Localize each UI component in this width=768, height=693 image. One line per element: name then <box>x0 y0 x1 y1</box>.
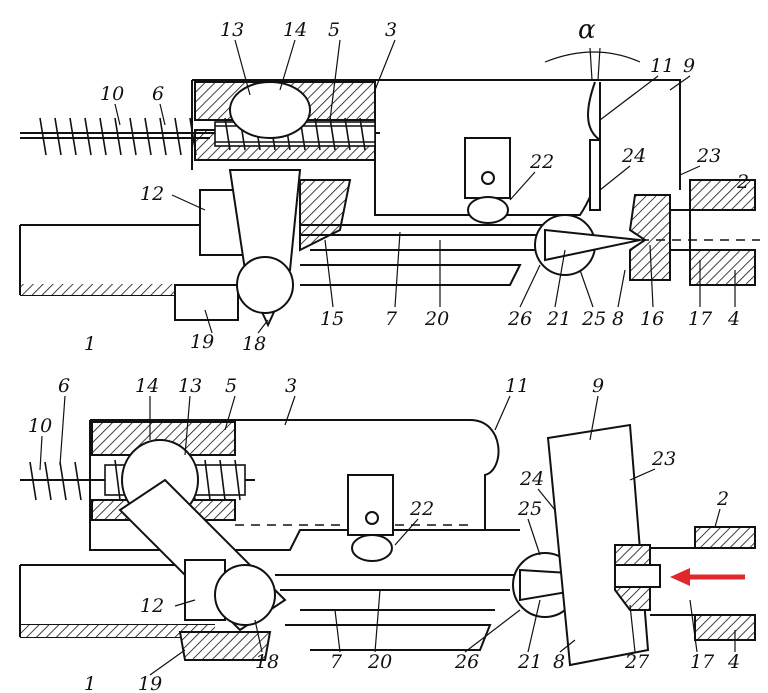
label-24-bottom: 24 <box>519 468 544 490</box>
ball-18-bottom <box>214 564 276 626</box>
label-3-top: 3 <box>385 19 397 41</box>
label-25-top: 25 <box>581 308 606 330</box>
label-9-top: 9 <box>683 55 695 77</box>
label-9-bottom: 9 <box>592 375 604 397</box>
bottom-view <box>19 419 756 667</box>
label-8-bottom: 8 <box>553 651 565 673</box>
label-12-bottom: 12 <box>140 595 164 617</box>
cone-21 <box>544 228 641 262</box>
label-27-bottom: 27 <box>624 651 650 673</box>
angle-alpha: α <box>578 15 596 45</box>
label-25-bottom: 25 <box>517 498 542 520</box>
label-1-bottom: 1 <box>84 673 96 693</box>
label-20-bottom: 20 <box>367 651 392 673</box>
label-26-bottom: 26 <box>454 651 479 673</box>
label-8-top: 8 <box>612 308 624 330</box>
label-7-top: 7 <box>385 308 398 330</box>
label-10-bottom: 10 <box>28 415 52 437</box>
label-15-top: 15 <box>320 308 344 330</box>
label-20-top: 20 <box>424 308 449 330</box>
label-19-top: 19 <box>190 331 214 353</box>
label-23-top: 23 <box>696 145 721 167</box>
bottom-labels: 6 14 13 5 3 11 9 10 24 23 2 25 22 12 1 1… <box>28 375 740 693</box>
detent-22-bottom <box>347 474 394 536</box>
part-15 <box>299 179 352 252</box>
label-13-top: 13 <box>220 19 244 41</box>
angle-arc <box>544 51 641 63</box>
label-2-bottom: 2 <box>716 488 729 510</box>
part-2-bottom <box>694 526 756 549</box>
label-5-bottom: 5 <box>225 375 237 397</box>
rod-7-bottom <box>275 574 520 651</box>
part-19 <box>174 284 239 321</box>
label-2-top: 2 <box>736 171 749 193</box>
label-12-top: 12 <box>140 183 164 205</box>
plate-24 <box>589 139 601 211</box>
label-10-top: 10 <box>100 83 124 105</box>
label-21-bottom: 21 <box>517 651 542 673</box>
label-6-bottom: 6 <box>58 375 70 397</box>
top-labels: 13 14 5 3 11 9 10 6 22 24 23 2 12 1 19 1… <box>84 19 749 355</box>
label-19-bottom: 19 <box>138 673 162 693</box>
top-view: α <box>19 15 760 328</box>
label-3-bottom: 3 <box>285 375 297 397</box>
ball-18 <box>236 256 294 314</box>
label-24-top: 24 <box>621 145 646 167</box>
rod-7 <box>300 224 545 286</box>
plate-9-bottom <box>546 423 650 667</box>
body-3 <box>191 79 681 190</box>
label-14-top: 14 <box>283 19 307 41</box>
label-14-bottom: 14 <box>135 375 159 397</box>
label-16-top: 16 <box>640 308 664 330</box>
label-6-top: 6 <box>152 83 164 105</box>
label-22-bottom: 22 <box>409 498 434 520</box>
label-1-top: 1 <box>84 333 96 355</box>
label-23-bottom: 23 <box>651 448 676 470</box>
piston-13 <box>229 81 311 139</box>
nozzle-16 <box>628 194 671 281</box>
detent-22 <box>464 137 511 199</box>
label-18-top: 18 <box>242 333 266 355</box>
label-21-top: 21 <box>546 308 571 330</box>
label-17-top: 17 <box>688 308 713 330</box>
label-11-bottom: 11 <box>505 375 529 397</box>
label-17-bottom: 17 <box>690 651 715 673</box>
label-22-top: 22 <box>529 151 554 173</box>
label-11-top: 11 <box>650 55 674 77</box>
label-18-bottom: 18 <box>255 651 279 673</box>
label-7-bottom: 7 <box>330 651 343 673</box>
direction-arrow <box>670 568 745 586</box>
spring-10 <box>39 117 197 156</box>
label-5-top: 5 <box>328 19 340 41</box>
label-4-top: 4 <box>727 308 740 330</box>
label-4-bottom: 4 <box>727 651 740 673</box>
label-26-top: 26 <box>507 308 532 330</box>
label-13-bottom: 13 <box>178 375 202 397</box>
